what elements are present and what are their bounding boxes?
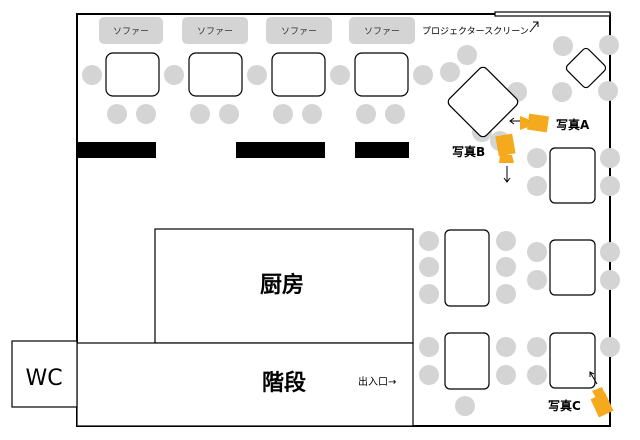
sofa-label: ソファー [197, 27, 233, 37]
chair [419, 231, 439, 251]
chair [600, 176, 620, 196]
chair [496, 365, 516, 385]
sofa-label: ソファー [113, 27, 149, 37]
chair [419, 337, 439, 357]
chair [164, 65, 184, 85]
chair [419, 284, 439, 304]
partition [236, 142, 325, 158]
chair [356, 104, 376, 124]
stairs-label: 階段 [262, 370, 306, 396]
chair [302, 104, 322, 124]
chair [600, 270, 620, 290]
chair [496, 257, 516, 277]
entrance-label: 出入口→ [358, 375, 396, 388]
chair [599, 35, 619, 55]
chair [440, 62, 460, 82]
chair [527, 365, 547, 385]
sofa-3: ソファー [266, 17, 332, 44]
camera-b-icon [495, 133, 516, 157]
sofa-label: ソファー [364, 27, 400, 37]
photo-a-label: 写真A [556, 117, 590, 132]
chair [527, 337, 547, 357]
camera-c-lens-icon [592, 387, 605, 398]
photo-b-label: 写真B [452, 144, 485, 159]
sofa-4: ソファー [349, 17, 415, 44]
partition [355, 142, 409, 158]
chair [527, 148, 547, 168]
kitchen-label: 厨房 [260, 272, 304, 298]
table [549, 147, 596, 204]
sofa-2: ソファー [182, 17, 248, 44]
chair [82, 65, 102, 85]
table [549, 239, 596, 296]
projector-arrow [529, 21, 539, 33]
diamond-table-small [565, 47, 607, 89]
table [444, 332, 490, 390]
camera-a-icon [526, 113, 550, 133]
chair [527, 176, 547, 196]
sofa-label: ソファー [281, 27, 317, 37]
projector-arrowhead [533, 21, 539, 27]
chair [496, 231, 516, 251]
table [354, 52, 409, 97]
chair [457, 45, 477, 65]
wc-label: WC [25, 366, 62, 391]
chair [600, 242, 620, 262]
camera-b [495, 133, 516, 183]
wc-room [11, 340, 78, 408]
table [105, 52, 160, 97]
chair [330, 65, 350, 85]
projector-screen-label: プロジェクタースクリーン [422, 26, 529, 37]
chair [553, 36, 573, 56]
table [188, 52, 243, 97]
chair [600, 337, 620, 357]
camera-a [509, 113, 550, 133]
projector-screen [494, 11, 611, 17]
camera-c [589, 371, 614, 418]
camera-b-lens-icon [499, 155, 514, 163]
partition [78, 142, 156, 158]
diamond-table-large [447, 66, 519, 138]
chair [219, 104, 239, 124]
chair [273, 104, 293, 124]
chair [455, 396, 475, 416]
chair [385, 104, 405, 124]
chair [419, 365, 439, 385]
chair [247, 65, 267, 85]
sofa-1: ソファー [99, 17, 163, 44]
chair [527, 270, 547, 290]
chair [413, 65, 433, 85]
chair [552, 82, 572, 102]
chair [598, 81, 618, 101]
photo-c-label: 写真C [548, 398, 581, 413]
chair [190, 104, 210, 124]
chair [496, 284, 516, 304]
chair [496, 337, 516, 357]
chair [527, 242, 547, 262]
table [444, 229, 490, 307]
kitchen-area [154, 228, 414, 344]
table [549, 332, 596, 389]
camera-a-lens-icon [520, 116, 528, 130]
chair [600, 148, 620, 168]
chair [136, 104, 156, 124]
chair [419, 257, 439, 277]
chair [107, 104, 127, 124]
camera-c-icon [590, 392, 614, 418]
table [271, 52, 326, 97]
